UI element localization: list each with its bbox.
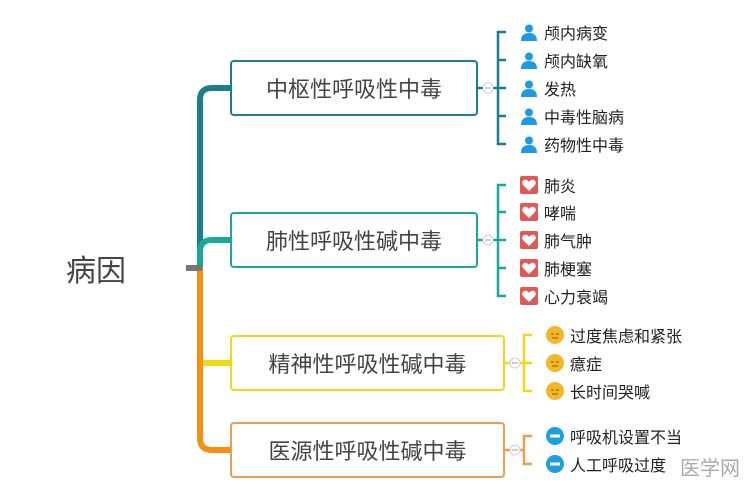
leaf-label: 中毒性脑病 — [544, 108, 625, 127]
leaf-label: 肺梗塞 — [544, 260, 593, 279]
neutral-face-icon — [546, 326, 564, 344]
root-stub — [186, 265, 202, 271]
leaf-label: 人工呼吸过度 — [570, 456, 667, 475]
connector-branch-1 — [197, 85, 230, 268]
leaf-topic[interactable]: 颅内缺氧 — [520, 48, 608, 72]
leaf-label: 心力衰竭 — [544, 288, 609, 307]
leaf-topic[interactable]: 肺气肿 — [520, 228, 592, 252]
leaf-label: 发热 — [544, 80, 577, 99]
leaf-topic[interactable]: 药物性中毒 — [520, 132, 624, 156]
heart-icon — [520, 259, 538, 277]
neutral-face-icon — [546, 354, 564, 372]
leaf-label: 过度焦虑和紧张 — [570, 327, 683, 346]
connector-branch-3 — [197, 268, 230, 366]
leaf-topic[interactable]: 过度焦虑和紧张 — [546, 323, 682, 347]
leaf-label: 呼吸机设置不当 — [570, 428, 683, 447]
connector-branch-4 — [197, 268, 230, 453]
leaf-topic[interactable]: 肺梗塞 — [520, 256, 592, 280]
person-icon — [520, 23, 538, 41]
heart-icon — [520, 203, 538, 221]
leaf-label: 颅内缺氧 — [544, 52, 609, 71]
leaf-topic[interactable]: 中毒性脑病 — [520, 104, 624, 128]
leaf-topic[interactable]: 哮喘 — [520, 200, 576, 224]
branch-topic-pulmonary[interactable]: 肺性呼吸性碱中毒 — [230, 212, 478, 268]
heart-icon — [520, 176, 538, 194]
branch-topic-psychogenic[interactable]: 精神性呼吸性碱中毒 — [230, 335, 505, 391]
connector-branch-2 — [197, 237, 230, 268]
leaf-topic[interactable]: 长时间哭喊 — [546, 379, 650, 403]
leaf-label: 颅内病变 — [544, 24, 609, 43]
leaf-topic[interactable]: 颅内病变 — [520, 20, 608, 44]
branch-topic-iatrogenic[interactable]: 医源性呼吸性碱中毒 — [230, 422, 505, 478]
leaf-topic[interactable]: 心力衰竭 — [520, 284, 608, 308]
collapse-toggle-minus-marks — [485, 87, 518, 451]
minus-circle-icon — [546, 427, 564, 445]
leaf-topic[interactable]: 肺炎 — [520, 173, 576, 197]
watermark: 医学网 — [680, 456, 740, 480]
leaf-topic[interactable]: 人工呼吸过度 — [546, 452, 666, 476]
heart-icon — [520, 231, 538, 249]
leaf-label: 肺炎 — [544, 177, 577, 196]
person-icon — [520, 79, 538, 97]
leaf-topic[interactable]: 发热 — [520, 76, 576, 100]
leaf-topic[interactable]: 呼吸机设置不当 — [546, 424, 682, 448]
person-icon — [520, 107, 538, 125]
leaf-label: 癔症 — [570, 355, 603, 374]
leaf-label: 药物性中毒 — [544, 136, 625, 155]
root-topic[interactable]: 病因 — [66, 254, 126, 289]
heart-icon — [520, 287, 538, 305]
leaf-topic[interactable]: 癔症 — [546, 351, 602, 375]
leaf-label: 哮喘 — [544, 204, 577, 223]
leaf-label: 长时间哭喊 — [570, 383, 651, 402]
minus-circle-icon — [546, 455, 564, 473]
branch-topic-central[interactable]: 中枢性呼吸性中毒 — [230, 60, 478, 116]
leaf-label: 肺气肿 — [544, 232, 593, 251]
neutral-face-icon — [546, 382, 564, 400]
person-icon — [520, 51, 538, 69]
person-icon — [520, 135, 538, 153]
